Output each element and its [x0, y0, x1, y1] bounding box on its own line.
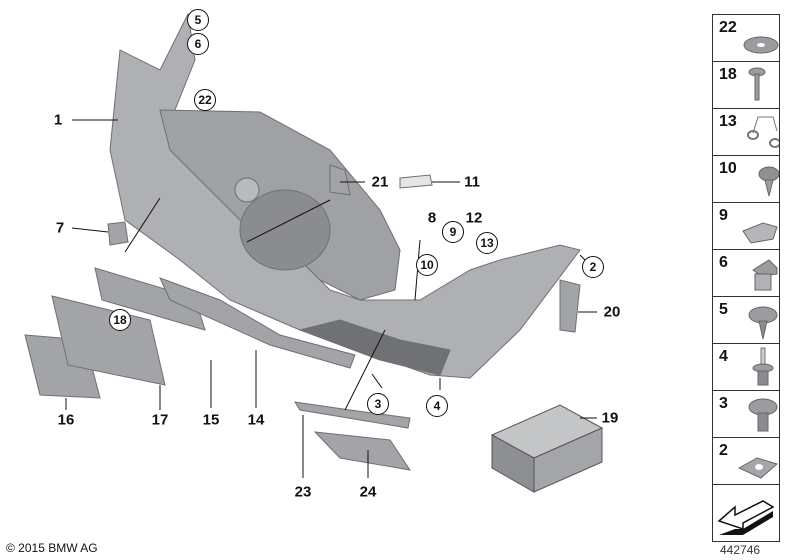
diagram-number: 442746: [720, 543, 761, 557]
callout-16: 16: [57, 411, 75, 429]
part-19-box: [490, 404, 604, 493]
callout-8: 8: [427, 209, 437, 227]
part-20: [559, 279, 581, 333]
arrow-icon: [717, 500, 775, 535]
flange-screw-icon: [748, 306, 778, 340]
callout-17: 17: [151, 411, 169, 429]
callout-18: 18: [109, 309, 131, 331]
legend-item-18: 18: [713, 62, 779, 109]
legend-item-10: 10: [713, 156, 779, 203]
callout-19: 19: [601, 409, 619, 427]
legend-item-5: 5: [713, 297, 779, 344]
part-23: [294, 401, 411, 429]
expansion-nut-icon: [752, 259, 778, 291]
legend-arrow: [713, 485, 779, 541]
spring-clip-icon: [747, 116, 779, 148]
callout-15: 15: [202, 411, 220, 429]
hex-screw-icon: [758, 166, 779, 197]
callout-2: 2: [582, 256, 604, 278]
part-11: [399, 174, 433, 189]
trim-strips: [24, 164, 581, 471]
callout-11: 11: [464, 173, 480, 191]
legend-item-22: 22: [713, 15, 779, 62]
clip-nut-icon: [742, 222, 778, 244]
part-21: [329, 164, 351, 196]
callout-14: 14: [247, 411, 265, 429]
callout-24: 24: [359, 483, 377, 501]
callout-22: 22: [194, 89, 216, 111]
part-18-plate: [94, 267, 206, 331]
callout-4: 4: [426, 395, 448, 417]
washer-icon: [743, 36, 779, 54]
legend-item-3: 3: [713, 391, 779, 438]
callout-12: 12: [465, 209, 483, 227]
stud-icon: [752, 347, 774, 386]
front-bumper-panel: [109, 12, 581, 379]
callout-3: 3: [367, 393, 389, 415]
callout-23: 23: [294, 483, 312, 501]
copyright: © 2015 BMW AG: [6, 541, 98, 555]
callout-9: 9: [442, 221, 464, 243]
legend-item-4: 4: [713, 344, 779, 391]
callout-1: 1: [53, 111, 63, 129]
legend-item-6: 6: [713, 250, 779, 297]
collar-screw-icon: [748, 398, 778, 432]
legend-item-9: 9: [713, 203, 779, 250]
callout-7: 7: [55, 219, 65, 237]
callout-20: 20: [603, 303, 621, 321]
callout-13: 13: [476, 232, 498, 254]
part-14: [159, 277, 356, 369]
fastener-legend: 22 18 13 10 9 6 5 4 3 2: [712, 14, 780, 542]
legend-item-2: 2: [713, 438, 779, 485]
clamp-nut-icon: [737, 457, 779, 479]
part-24: [313, 431, 412, 471]
screw-icon: [748, 67, 766, 101]
part-7: [107, 221, 129, 246]
callout-21: 21: [371, 173, 389, 191]
callout-6: 6: [187, 33, 209, 55]
legend-item-13: 13: [713, 109, 779, 156]
callout-5: 5: [187, 9, 209, 31]
callout-10: 10: [416, 254, 438, 276]
